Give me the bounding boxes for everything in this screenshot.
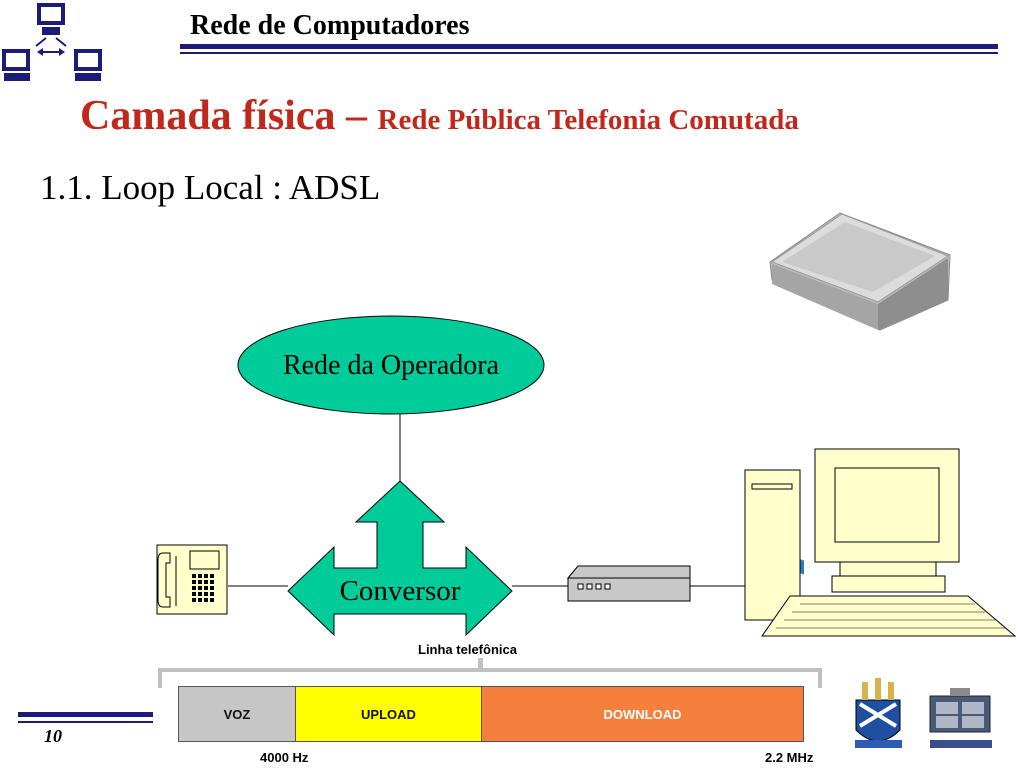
computer-icon — [744, 448, 1017, 637]
band-download: DOWNLOAD — [481, 686, 804, 742]
slide-title-sub: Rede Pública Telefonia Comutada — [377, 104, 799, 136]
adsl-modem-photo — [769, 212, 951, 575]
slide-title-main: Camada física – — [80, 93, 378, 139]
institute-logo — [929, 688, 992, 748]
operator-network-label: Rede da Operadora — [283, 350, 500, 381]
page-number: 10 — [44, 726, 62, 746]
ufba-logo — [855, 678, 902, 748]
header-rule-thin — [180, 52, 998, 54]
header-rule — [180, 44, 998, 49]
band-upload: UPLOAD — [295, 686, 482, 742]
freq-label-max: 2.2 MHz — [765, 750, 814, 765]
band-voice: VOZ — [178, 686, 296, 742]
footer-rule — [18, 712, 153, 717]
telephone-icon — [156, 544, 228, 615]
phone-line-label: Linha telefônica — [418, 642, 517, 657]
footer-rule-thin — [18, 721, 153, 723]
spectrum-bracket — [158, 658, 822, 688]
operator-network-ellipse — [237, 315, 545, 415]
converter-arrow — [287, 480, 513, 637]
slide-title: Camada física – Rede Pública Telefonia C… — [80, 92, 799, 140]
freq-label-voice-limit: 4000 Hz — [260, 750, 309, 765]
course-title: Rede de Computadores — [190, 10, 470, 41]
network-logo-icon — [2, 3, 102, 81]
section-heading: 1.1. Loop Local : ADSL — [40, 168, 381, 207]
modem-icon — [566, 565, 691, 602]
converter-label: Conversor — [340, 575, 461, 607]
